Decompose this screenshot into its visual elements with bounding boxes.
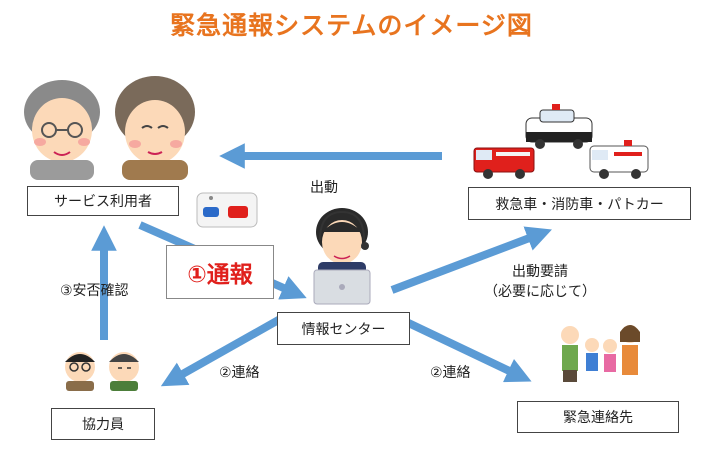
- cooperator-box: 協力員: [51, 408, 155, 440]
- dispatch-request-line1: 出動要請: [512, 264, 568, 280]
- emergency-contact-label: 緊急連絡先: [563, 410, 633, 426]
- info-center-label: 情報センター: [301, 321, 386, 338]
- report-callout: ①通報: [166, 245, 274, 299]
- contact-family-label: ②連絡: [430, 365, 471, 381]
- elderly-couple-illustration: [24, 76, 195, 180]
- family-illustration: [561, 325, 640, 382]
- cooperator-label: 協力員: [82, 417, 124, 433]
- emergency-contact-box: 緊急連絡先: [517, 401, 679, 433]
- dispatch-request-line2: （必要に応じて）: [484, 284, 596, 300]
- contact-cooperator-label: ②連絡: [219, 365, 260, 381]
- operator-illustration: [313, 208, 371, 305]
- arrow-dispatch-request: [390, 226, 552, 294]
- emergency-alarm-device-illustration: [196, 192, 258, 228]
- diagram-title: 緊急通報システムのイメージ図: [170, 11, 533, 40]
- service-user-box: サービス利用者: [27, 186, 179, 216]
- safety-check-label: ③安否確認: [60, 283, 129, 299]
- emergency-vehicles-box: 救急車・消防車・パトカー: [468, 187, 691, 220]
- emergency-vehicles-label: 救急車・消防車・パトカー: [495, 196, 664, 213]
- arrow-contact-cooperator: [160, 314, 284, 387]
- arrow-contact-family: [396, 314, 532, 383]
- cooperators-illustration: [65, 352, 139, 391]
- dispatch-request-label: 出動要請 （必要に応じて）: [470, 262, 610, 302]
- emergency-vehicles-illustration: [473, 104, 649, 179]
- service-user-label: サービス利用者: [54, 194, 152, 210]
- info-center-box: 情報センター: [277, 312, 410, 345]
- dispatch-label: 出動: [310, 180, 338, 196]
